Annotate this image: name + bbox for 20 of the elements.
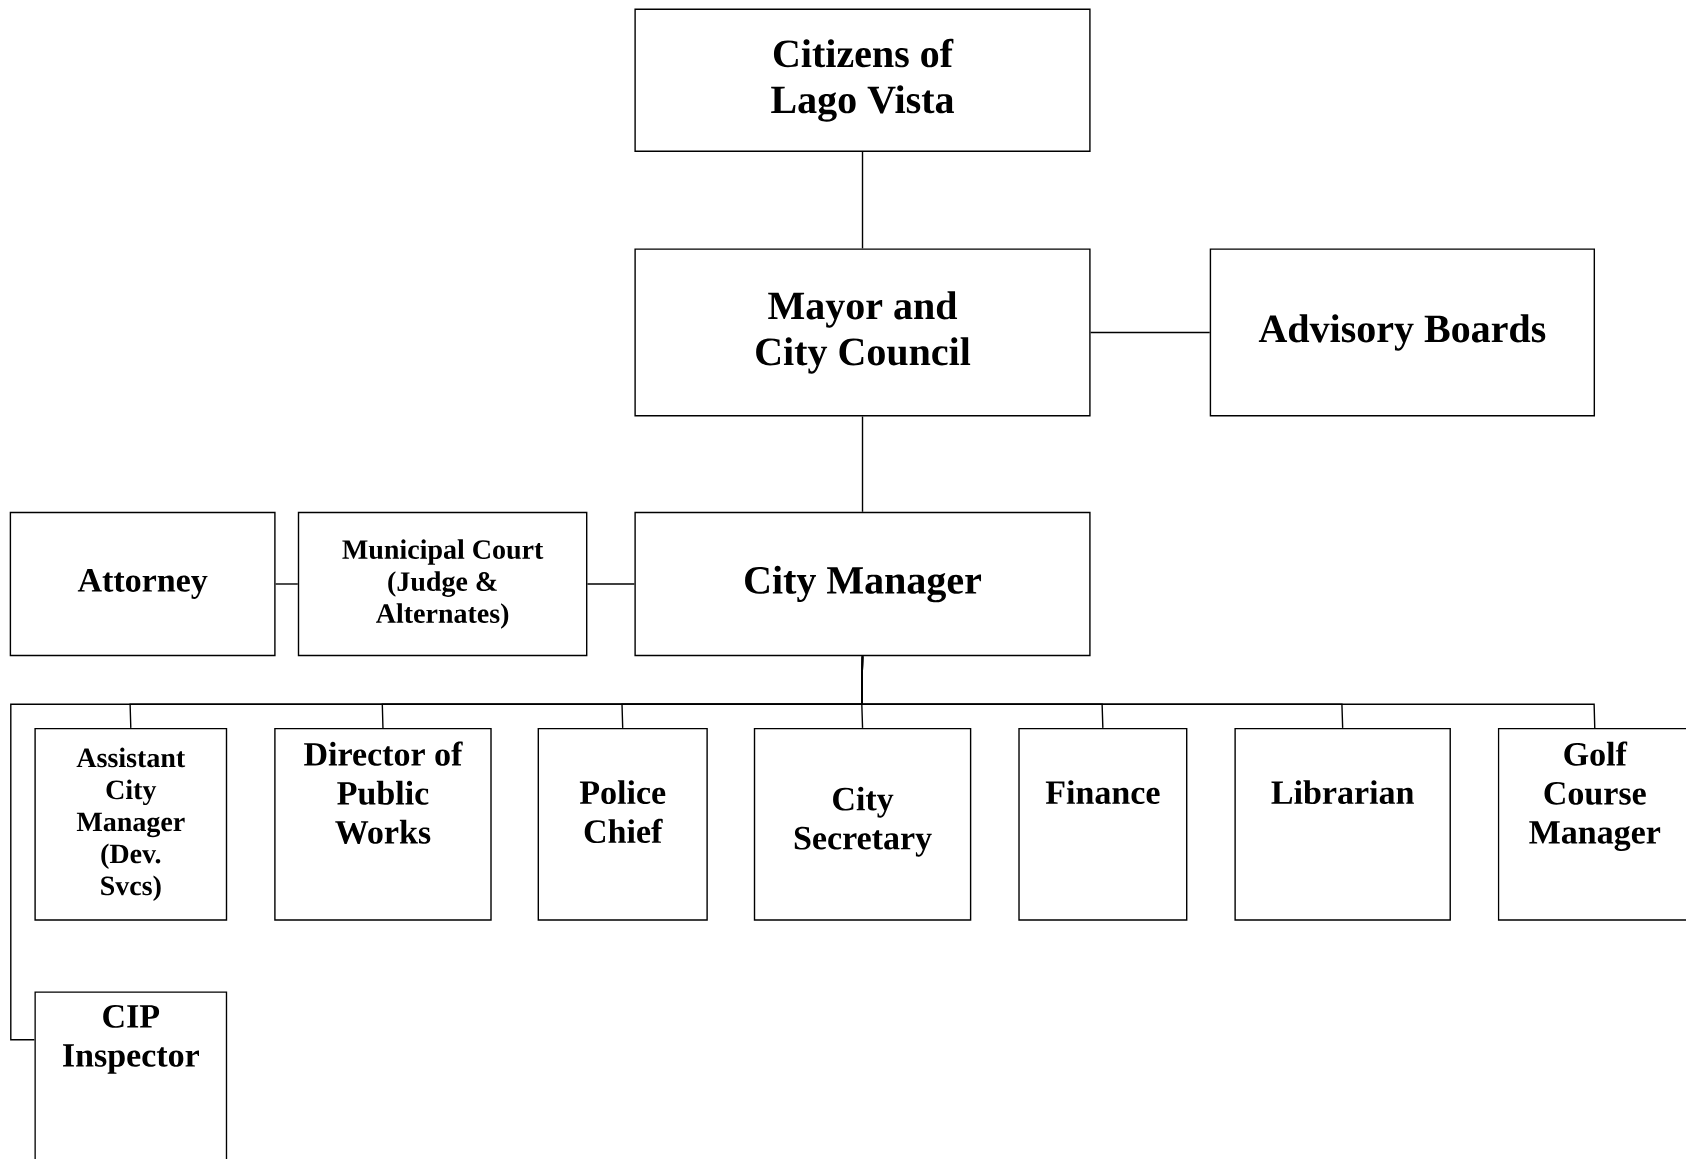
- org-box: Golf Course Manager: [1497, 727, 1686, 921]
- connector-line: [861, 415, 864, 513]
- connector-line: [1089, 331, 1211, 334]
- org-box: Finance: [1018, 727, 1188, 921]
- org-box: Attorney: [9, 511, 276, 657]
- connector-line: [10, 655, 864, 1041]
- org-box: Municipal Court (Judge & Alternates): [297, 511, 588, 657]
- org-box: Police Chief: [537, 727, 708, 921]
- connector-line: [586, 583, 636, 585]
- org-box: Librarian: [1234, 727, 1451, 921]
- org-box: Mayor and City Council: [634, 248, 1091, 417]
- org-box: CIP Inspector: [34, 991, 228, 1159]
- connector-line: [274, 583, 299, 585]
- org-box: Citizens of Lago Vista: [634, 8, 1091, 152]
- connector-line: [861, 151, 864, 250]
- org-box: City Manager: [634, 511, 1091, 657]
- org-box: City Secretary: [753, 727, 972, 921]
- org-box: Advisory Boards: [1209, 248, 1595, 417]
- org-box: Assistant City Manager (Dev. Svcs): [34, 727, 228, 921]
- org-box: Director of Public Works: [274, 727, 492, 921]
